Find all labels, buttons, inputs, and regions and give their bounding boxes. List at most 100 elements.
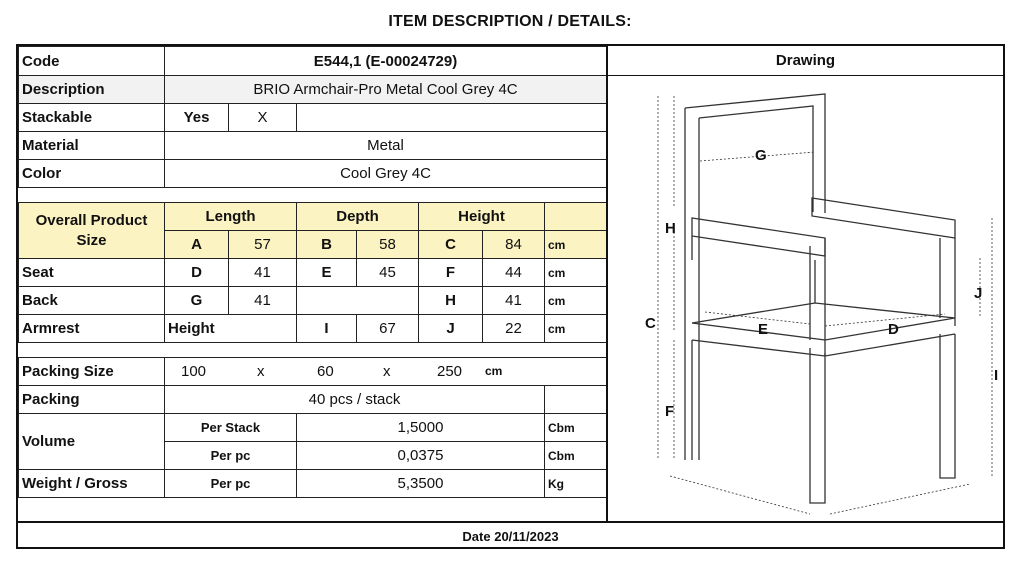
weight-per-pc-label: Per pc — [164, 469, 297, 498]
dim-g-letter: G — [164, 286, 229, 315]
packing-width: 60 — [317, 363, 334, 380]
packing-length: 100 — [181, 363, 207, 380]
dimension-lines — [657, 96, 993, 515]
date-footer: Date 20/11/2023 — [18, 521, 1003, 549]
material-row: Material Metal — [18, 131, 608, 160]
drawing-letter-f: F — [665, 403, 674, 420]
packing-height: 250 — [437, 363, 463, 380]
spec-table: Code E544,1 (E-00024729) Description BRI… — [18, 46, 608, 498]
stackable-yes: Yes — [164, 103, 229, 132]
packing-size-values: 100 x 60 x 250 cm — [163, 357, 608, 386]
volume-unit-1: Cbm — [543, 413, 608, 442]
chair-drawing: G H C F E D J I B A — [645, 93, 998, 515]
stackable-empty — [295, 103, 608, 132]
packing-size-unit: cm — [485, 364, 503, 378]
separator — [18, 187, 607, 203]
packing-value: 40 pcs / stack — [164, 385, 545, 414]
back-label: Back — [18, 286, 165, 315]
drawing-letter-e: E — [758, 321, 768, 338]
packing-row: Packing 40 pcs / stack — [18, 385, 608, 414]
armrest-height-label: Height — [164, 314, 297, 343]
dim-e-letter: E — [296, 258, 357, 287]
dim-h-value: 41 — [482, 286, 545, 315]
spec-sheet: Code E544,1 (E-00024729) Description BRI… — [16, 44, 1005, 549]
page-title: ITEM DESCRIPTION / DETAILS: — [388, 13, 632, 30]
code-label: Code — [18, 46, 165, 76]
volume-per-pc-label: Per pc — [164, 441, 297, 470]
weight-value: 5,3500 — [296, 469, 545, 498]
overall-label: Overall Product Size — [18, 202, 165, 259]
stackable-row: Stackable Yes X — [18, 103, 608, 132]
dim-a-value: 57 — [228, 230, 297, 259]
back-row: Back G 41 H 41 cm — [18, 286, 608, 315]
drawing-letter-d: D — [888, 321, 899, 338]
volume-unit-2: Cbm — [543, 441, 608, 470]
drawing-letter-j: J — [974, 285, 982, 302]
description-value: BRIO Armchair-Pro Metal Cool Grey 4C — [163, 75, 608, 104]
color-value: Cool Grey 4C — [163, 159, 608, 188]
overall-unit: cm — [543, 230, 608, 259]
height-header: Height — [418, 202, 545, 231]
column-divider — [606, 46, 608, 522]
dim-a-letter: A — [164, 230, 229, 259]
dim-f-letter: F — [418, 258, 483, 287]
packing-label: Packing — [18, 385, 165, 414]
overall-header-row: Overall Product Size Length Depth Height — [18, 202, 608, 259]
separator-2 — [18, 342, 607, 358]
dim-i-value: 67 — [356, 314, 419, 343]
dim-i-letter: I — [296, 314, 357, 343]
material-value: Metal — [163, 131, 608, 160]
material-label: Material — [18, 131, 165, 160]
dim-d-letter: D — [164, 258, 229, 287]
weight-unit: Kg — [543, 469, 608, 498]
dim-f-value: 44 — [482, 258, 545, 287]
chair-outline — [684, 93, 956, 504]
drawing-letter-h: H — [665, 220, 676, 237]
volume-per-stack-value: 1,5000 — [296, 413, 545, 442]
dim-g-value: 41 — [228, 286, 297, 315]
dim-b-value: 58 — [356, 230, 419, 259]
color-label: Color — [18, 159, 165, 188]
seat-row: Seat D 41 E 45 F 44 cm — [18, 258, 608, 287]
volume-row-1: Volume Per Stack 1,5000 Cbm — [18, 413, 608, 470]
drawing-letter-g: G — [755, 147, 767, 164]
dim-c-letter: C — [418, 230, 483, 259]
armrest-unit: cm — [543, 314, 608, 343]
drawing-letter-i: I — [994, 367, 998, 384]
dim-c-value: 84 — [482, 230, 545, 259]
packing-size-label: Packing Size — [18, 357, 165, 386]
code-row: Code E544,1 (E-00024729) — [18, 46, 608, 76]
overall-label-line2: Size — [76, 231, 107, 249]
color-row: Color Cool Grey 4C — [18, 159, 608, 188]
length-header: Length — [164, 202, 297, 231]
armrest-label: Armrest — [18, 314, 165, 343]
packing-empty — [543, 385, 608, 414]
packing-x1: x — [257, 363, 265, 380]
volume-label: Volume — [18, 413, 165, 470]
dim-h-letter: H — [418, 286, 483, 315]
back-empty — [296, 286, 419, 315]
depth-header: Depth — [296, 202, 419, 231]
weight-label: Weight / Gross — [18, 469, 165, 498]
dim-b-letter: B — [296, 230, 357, 259]
weight-row: Weight / Gross Per pc 5,3500 Kg — [18, 469, 608, 498]
drawing-heading: Drawing — [608, 46, 1003, 76]
description-label: Description — [18, 75, 165, 104]
code-value: E544,1 (E-00024729) — [163, 46, 608, 76]
drawing-letter-c: C — [645, 315, 656, 332]
packing-x2: x — [383, 363, 391, 380]
armrest-row: Armrest Height I 67 J 22 cm — [18, 314, 608, 343]
stackable-label: Stackable — [18, 103, 165, 132]
unit-header — [543, 202, 608, 231]
overall-values-row: A 57 B 58 C 84 cm — [18, 230, 608, 259]
dim-j-value: 22 — [482, 314, 545, 343]
seat-unit: cm — [543, 258, 608, 287]
back-unit: cm — [543, 286, 608, 315]
volume-per-stack-label: Per Stack — [164, 413, 297, 442]
dim-j-letter: J — [418, 314, 483, 343]
packing-size-row: Packing Size 100 x 60 x 250 cm — [18, 357, 608, 386]
dim-e-value: 45 — [356, 258, 419, 287]
seat-label: Seat — [18, 258, 165, 287]
overall-label-line1: Overall Product — [35, 211, 148, 229]
dim-d-value: 41 — [228, 258, 297, 287]
